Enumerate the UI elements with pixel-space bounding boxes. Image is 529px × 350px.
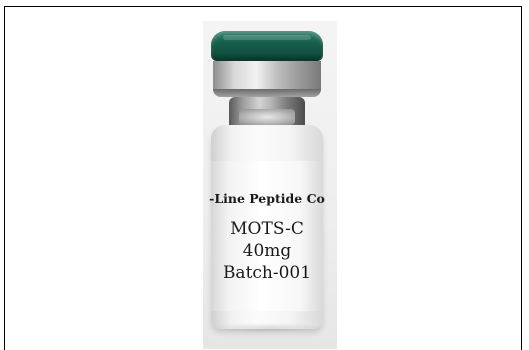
image-frame: -Line Peptide Co MOTS-C 40mg Batch-001 [4,6,522,350]
label-batch: Batch-001 [222,263,312,283]
label-company: -Line Peptide Co [209,191,325,206]
vial-shadow [207,323,327,333]
label-product: MOTS-C [230,219,304,239]
vial-photo: -Line Peptide Co MOTS-C 40mg Batch-001 [203,21,337,349]
metal-crimp [213,61,321,97]
label-dose: 40mg [242,241,292,261]
vial-label: -Line Peptide Co MOTS-C 40mg Batch-001 [209,161,325,311]
green-cap [211,31,323,61]
